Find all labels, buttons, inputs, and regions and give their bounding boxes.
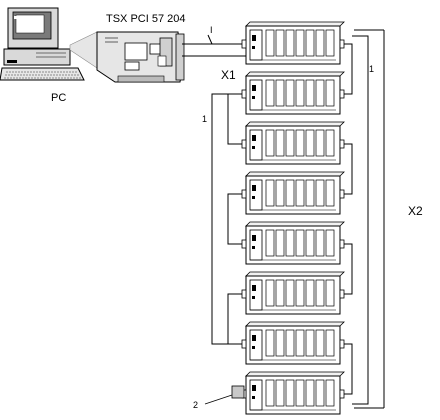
- x1-label: X1: [221, 68, 236, 82]
- projection-shape: [69, 31, 98, 69]
- rack-3: [241, 121, 345, 165]
- x1-cable: [182, 34, 246, 57]
- x2-bracket: [354, 29, 385, 409]
- x2-label: X2: [408, 204, 423, 218]
- daisy-left-label: 1: [202, 114, 207, 124]
- chain-cable-4: [227, 193, 242, 245]
- left-bus-cable: [211, 93, 228, 345]
- rack-7: [241, 321, 345, 365]
- daisy-right-label: 1: [369, 64, 374, 74]
- card-label: TSX PCI 57 204: [106, 13, 186, 25]
- daisy-chain-cables: [211, 35, 369, 405]
- chain-cable-6: [227, 293, 242, 345]
- chain-cable-7: [344, 343, 353, 395]
- chain-cable-5: [344, 243, 353, 295]
- pc-label: PC: [51, 92, 66, 104]
- rack-chain: [241, 21, 345, 415]
- pc-icon: [0, 7, 85, 81]
- right-bus-cable: [352, 35, 369, 405]
- rack-8: [241, 371, 345, 415]
- terminator-label: 2: [193, 400, 198, 410]
- rack-1: [241, 21, 345, 65]
- pci-card-icon: [96, 31, 185, 83]
- chain-cable-3: [344, 143, 353, 195]
- chain-cable-2: [227, 93, 242, 145]
- rack-5: [241, 221, 345, 265]
- cable-label: I: [210, 25, 213, 35]
- rack-2: [241, 71, 345, 115]
- rack-4: [241, 171, 345, 215]
- line-terminator-icon: [204, 385, 245, 405]
- rack-6: [241, 271, 345, 315]
- chain-cable-1: [344, 43, 353, 95]
